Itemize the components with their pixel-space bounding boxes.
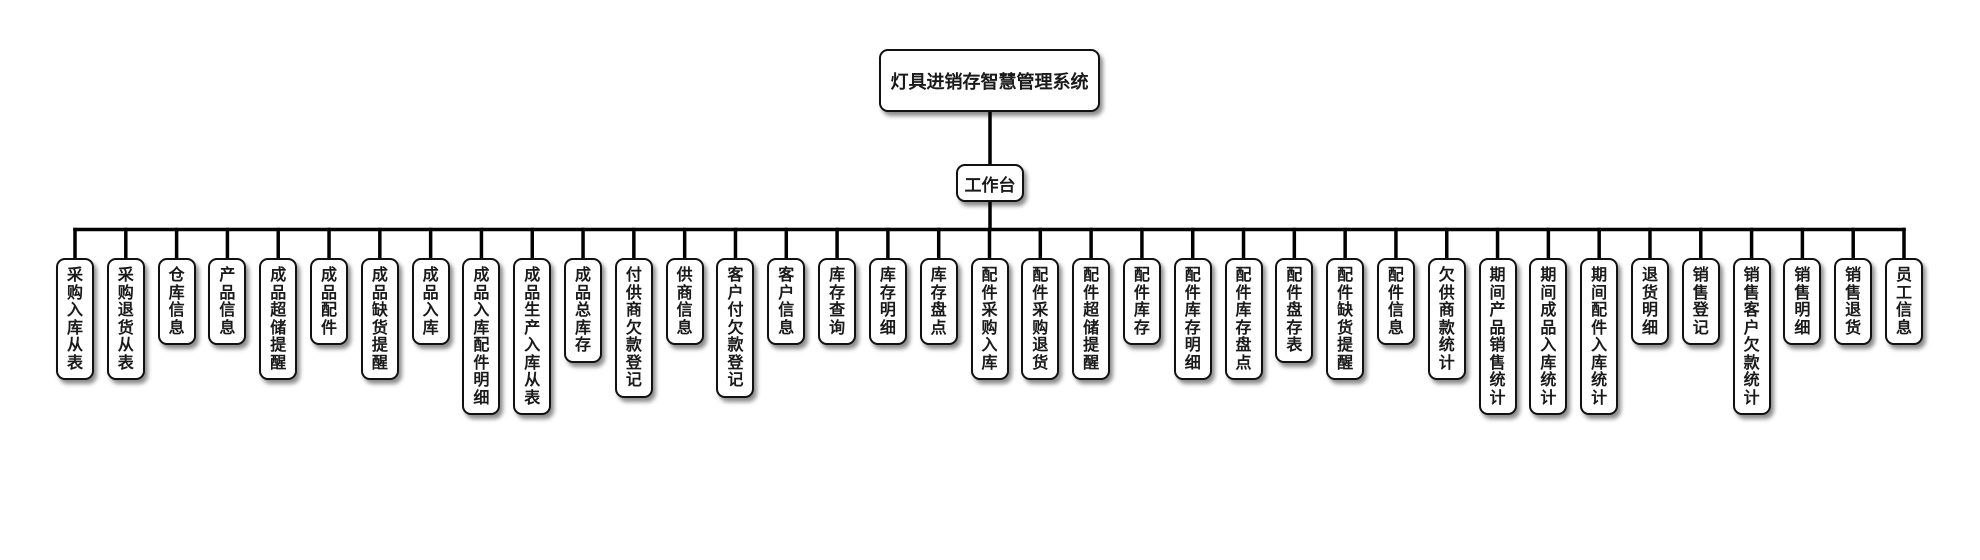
module-label: 期间配件入库统计 <box>1591 265 1608 407</box>
module-label: 采购入库从表 <box>66 265 83 372</box>
module-label: 欠供商款统计 <box>1438 265 1455 372</box>
module-label: 仓库信息 <box>168 265 185 337</box>
module-node: 员工信息 <box>1885 258 1923 345</box>
module-node: 配件缺货提醒 <box>1326 258 1365 380</box>
module-label: 采购退货从表 <box>117 265 134 372</box>
module-label: 付供商欠款登记 <box>625 265 642 389</box>
module-label: 配件库存明细 <box>1184 265 1201 372</box>
module-node: 销售明细 <box>1783 258 1822 345</box>
module-label: 配件采购入库 <box>981 265 998 372</box>
module-node: 配件库存明细 <box>1173 258 1212 380</box>
module-node: 欠供商款统计 <box>1427 258 1466 380</box>
system-title-label: 灯具进销存智慧管理系统 <box>890 71 1089 93</box>
module-node: 成品生产入库从表 <box>513 258 552 415</box>
module-node: 产品信息 <box>208 258 247 345</box>
module-node: 销售登记 <box>1681 258 1720 345</box>
module-label: 产品信息 <box>219 265 236 337</box>
module-label: 库存明细 <box>879 265 896 337</box>
module-node: 配件库存盘点 <box>1224 258 1263 380</box>
module-node: 成品入库配件明细 <box>462 258 501 415</box>
module-node: 配件信息 <box>1376 258 1415 345</box>
module-node: 客户信息 <box>767 258 806 345</box>
module-node: 库存明细 <box>868 258 907 345</box>
module-node: 配件库存 <box>1122 258 1161 345</box>
module-label: 成品超储提醒 <box>270 265 287 372</box>
module-node: 销售客户欠款统计 <box>1732 258 1771 415</box>
module-label: 成品缺货提醒 <box>371 265 388 372</box>
workbench-node: 工作台 <box>956 164 1024 202</box>
module-node: 成品入库 <box>411 258 450 345</box>
module-label: 供商信息 <box>676 265 693 337</box>
module-label: 成品生产入库从表 <box>524 265 541 407</box>
module-label: 配件采购退货 <box>1032 265 1049 372</box>
module-node: 付供商欠款登记 <box>614 258 653 398</box>
module-label: 期间成品入库统计 <box>1540 265 1557 407</box>
module-node: 销售退货 <box>1834 258 1873 345</box>
module-node: 配件采购入库 <box>970 258 1009 380</box>
module-node: 期间配件入库统计 <box>1580 258 1619 415</box>
module-label: 销售明细 <box>1794 265 1811 337</box>
module-node: 配件超储提醒 <box>1072 258 1111 380</box>
module-node: 采购入库从表 <box>56 258 94 380</box>
system-title-node: 灯具进销存智慧管理系统 <box>879 49 1100 112</box>
module-label: 成品入库配件明细 <box>473 265 490 407</box>
module-node: 仓库信息 <box>157 258 196 345</box>
module-node: 供商信息 <box>665 258 704 345</box>
module-node: 客户付欠款登记 <box>716 258 755 398</box>
module-label: 配件库存 <box>1133 265 1150 337</box>
module-node: 采购退货从表 <box>106 258 145 380</box>
module-label: 成品总库存 <box>575 265 592 354</box>
module-node: 成品超储提醒 <box>259 258 298 380</box>
module-label: 成品配件 <box>321 265 338 337</box>
module-label: 销售退货 <box>1845 265 1862 337</box>
module-label: 期间产品销售统计 <box>1489 265 1506 407</box>
module-label: 销售客户欠款统计 <box>1743 265 1760 407</box>
module-label: 配件超储提醒 <box>1083 265 1100 372</box>
module-label: 配件信息 <box>1387 265 1404 337</box>
module-node: 期间成品入库统计 <box>1529 258 1568 415</box>
module-node: 配件采购退货 <box>1021 258 1060 380</box>
module-node: 成品缺货提醒 <box>360 258 399 380</box>
module-label: 退货明细 <box>1641 265 1658 337</box>
module-node: 退货明细 <box>1630 258 1669 345</box>
module-label: 配件库存盘点 <box>1235 265 1252 372</box>
module-node: 成品总库存 <box>564 258 603 363</box>
module-node: 库存盘点 <box>919 258 958 345</box>
module-label: 销售登记 <box>1692 265 1709 337</box>
module-node: 期间产品销售统计 <box>1478 258 1517 415</box>
module-label: 配件盘存表 <box>1286 265 1303 354</box>
workbench-label: 工作台 <box>964 175 1016 196</box>
module-label: 客户信息 <box>778 265 795 337</box>
module-label: 成品入库 <box>422 265 439 337</box>
module-label: 员工信息 <box>1895 265 1912 337</box>
module-label: 配件缺货提醒 <box>1337 265 1354 372</box>
module-node: 配件盘存表 <box>1275 258 1314 363</box>
module-node: 成品配件 <box>310 258 349 345</box>
module-label: 库存盘点 <box>930 265 947 337</box>
module-node: 库存查询 <box>818 258 857 345</box>
module-label: 客户付欠款登记 <box>727 265 744 389</box>
module-label: 库存查询 <box>829 265 846 337</box>
